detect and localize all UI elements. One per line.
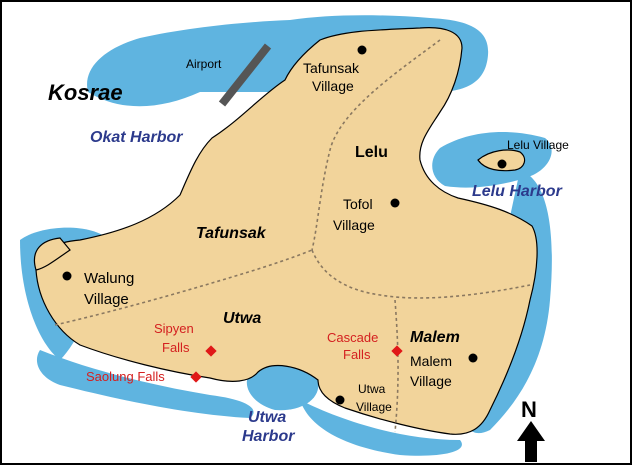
cascade-falls-label-line1: Cascade	[327, 330, 378, 345]
utwa-harbor-label-line2: Harbor	[242, 428, 295, 445]
malem-municipality-label: Malem	[410, 329, 460, 346]
lelu-harbor-label: Lelu Harbor	[472, 183, 563, 200]
north-arrow-icon	[517, 421, 545, 462]
kosrae-island	[35, 27, 538, 435]
land-areas	[33, 27, 538, 435]
cascade-falls-label-line2: Falls	[343, 347, 371, 362]
tofol-village-dot	[390, 198, 400, 208]
sipyen-falls-label-line2: Falls	[162, 340, 190, 355]
lelu-village-label: Lelu Village	[507, 138, 569, 152]
boundary-tafunsak-utwa	[54, 249, 313, 326]
north-arrow: N	[517, 397, 545, 462]
tafunsak-village-dot	[357, 45, 367, 55]
utwa-harbor-water	[246, 364, 319, 411]
walung-village-dot	[62, 271, 72, 281]
south-reef	[300, 400, 462, 456]
malem-village-dot	[468, 353, 478, 363]
utwa-village-label-line1: Utwa	[358, 382, 386, 396]
saolung-falls-marker	[190, 371, 202, 383]
walung-village-label-line1: Walung	[84, 270, 134, 287]
cascade-falls-marker	[391, 345, 403, 357]
falls-markers	[190, 345, 403, 383]
airport-runway	[218, 43, 272, 107]
saolung-falls-label: Saolung Falls	[86, 369, 165, 384]
boundary-utwa-malem	[311, 249, 531, 299]
boundary-malem-south	[394, 299, 399, 433]
walung-peninsula	[33, 237, 71, 271]
north-label: N	[521, 397, 537, 422]
tofol-village-label-line2: Village	[333, 217, 375, 233]
airport-label: Airport	[186, 57, 222, 71]
utwa-village-dot	[335, 395, 345, 405]
utwa-municipality-label: Utwa	[223, 310, 261, 327]
utwa-village-label-line2: Village	[356, 400, 392, 414]
malem-village-label-line2: Village	[410, 373, 452, 389]
okat-harbor-label: Okat Harbor	[90, 129, 183, 146]
municipal-boundaries	[54, 39, 531, 433]
lelu-village-dot	[497, 159, 507, 169]
utwa-harbor-label-line1: Utwa	[248, 409, 286, 426]
boundary-lelu-west	[311, 39, 441, 251]
sipyen-falls-marker	[205, 345, 217, 357]
tafunsak-village-label-line1: Tafunsak	[303, 60, 360, 76]
lelu-municipality-label: Lelu	[355, 144, 388, 161]
walung-village-label-line2: Village	[84, 291, 129, 308]
malem-village-label-line1: Malem	[410, 353, 452, 369]
sipyen-falls-label-line1: Sipyen	[154, 321, 194, 336]
tafunsak-village-label-line2: Village	[312, 78, 354, 94]
village-markers	[62, 45, 507, 405]
tafunsak-municipality-label: Tafunsak	[196, 225, 267, 242]
southwest-reef	[36, 350, 254, 418]
map-title: Kosrae	[48, 80, 123, 105]
tofol-village-label-line1: Tofol	[343, 196, 373, 212]
